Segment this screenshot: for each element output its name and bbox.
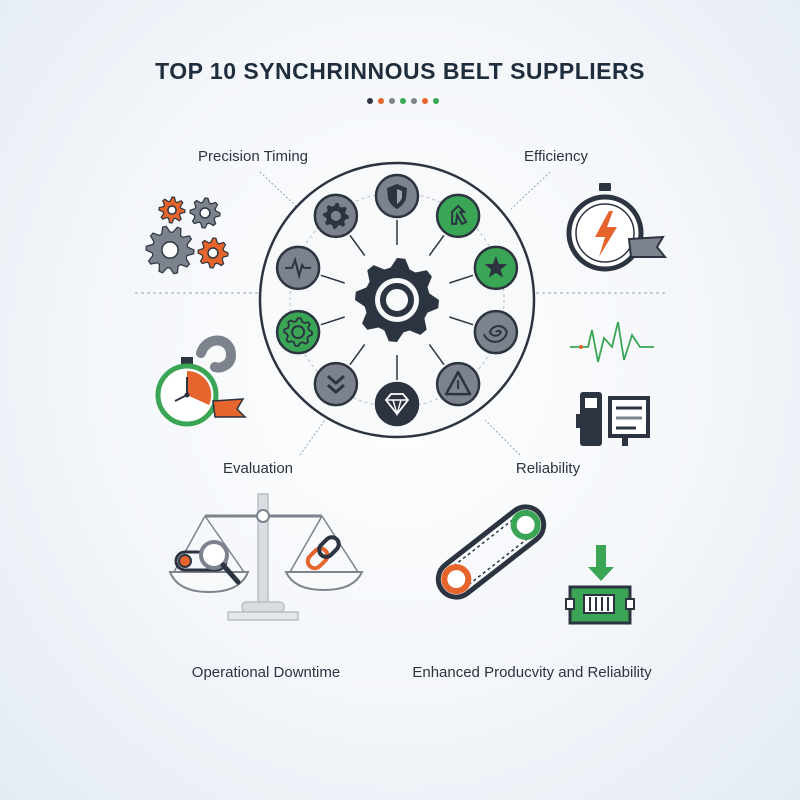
inner-dashed-ring — [289, 192, 505, 408]
pulse-icon — [275, 245, 321, 291]
download-machine-icon — [565, 545, 635, 625]
stopwatch-lightning-icon — [566, 183, 668, 272]
warning-icon — [435, 361, 481, 407]
label-efficiency: Efficiency — [524, 148, 588, 165]
label-precision-timing: Precision Timing — [197, 148, 309, 165]
gear-small-icon — [313, 193, 359, 239]
cursor-icon — [435, 193, 481, 239]
diamond-icon — [374, 381, 420, 427]
stopwatch-ribbon-icon — [155, 335, 247, 427]
center-gear-icon — [355, 258, 439, 342]
gears-cluster-icon — [145, 196, 229, 275]
label-enhanced-productivity: Enhanced Producvity and Reliability — [412, 664, 652, 681]
label-reliability: Reliability — [515, 460, 581, 477]
machine-panel-icon — [576, 392, 650, 446]
page-title: TOP 10 SYNCHRINNOUS BELT SUPPLIERS — [155, 58, 645, 84]
heartbeat-line — [570, 321, 654, 363]
chevrons-down-icon — [313, 361, 359, 407]
spiral-icon — [473, 309, 519, 355]
star-icon — [473, 245, 519, 291]
timing-belt-icon — [435, 504, 547, 600]
balance-scale-icon — [168, 493, 364, 621]
target-gear-icon — [275, 309, 321, 355]
label-evaluation: Evaluation — [222, 460, 294, 477]
shield-icon — [374, 173, 420, 219]
label-operational-downtime: Operational Downtime — [191, 664, 341, 681]
